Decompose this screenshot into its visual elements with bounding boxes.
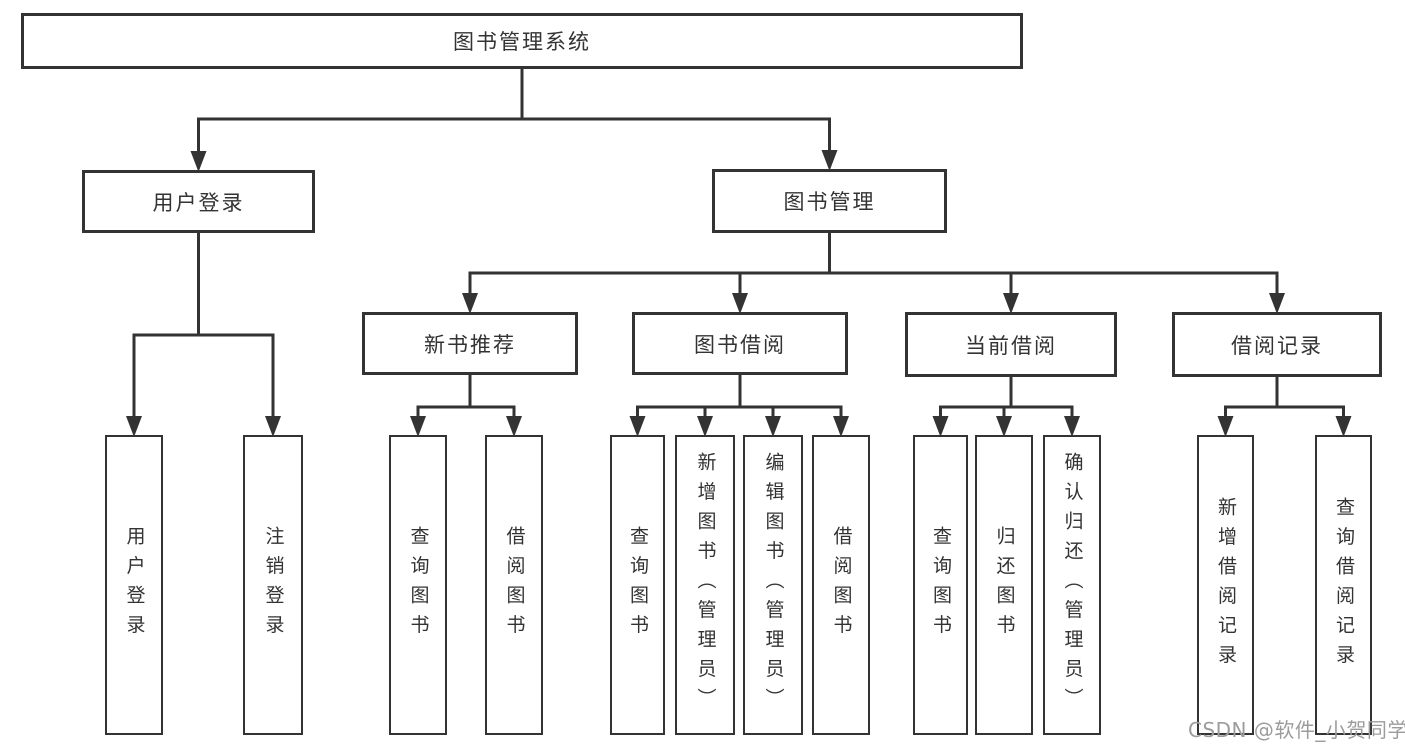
node-user-login: 用户登录: [82, 170, 315, 233]
arrowhead-icon: [190, 151, 207, 172]
arrowhead-icon: [932, 416, 949, 437]
arrowhead-icon: [126, 416, 142, 437]
arrowhead-icon: [265, 416, 281, 437]
node-label: 归还图书: [993, 526, 1016, 644]
arrowhead-icon: [765, 416, 781, 437]
arrowhead-icon: [1003, 293, 1019, 314]
node-label: 图书管理系统: [453, 30, 591, 54]
arrowhead-icon: [996, 416, 1012, 437]
node-login-leaf: 用户登录: [105, 435, 163, 735]
node-bb-borrow: 借阅图书: [812, 435, 870, 735]
arrowhead-icon: [629, 416, 646, 437]
arrowhead-icon: [1269, 293, 1285, 314]
node-new-book-rec: 新书推荐: [362, 312, 578, 375]
arrowhead-icon: [1335, 416, 1352, 437]
node-br-add: 新增借阅记录: [1197, 435, 1254, 735]
node-label: 新书推荐: [424, 332, 516, 357]
node-rec-borrow: 借阅图书: [485, 435, 543, 735]
node-cb-return: 归还图书: [975, 435, 1033, 735]
node-cb-confirm: 确认归还（管理员）: [1043, 435, 1101, 735]
csdn-watermark: CSDN @软件_小贺同学: [1188, 718, 1405, 742]
node-label: 查询图书: [407, 526, 430, 644]
node-label: 注销登录: [262, 526, 285, 644]
node-label: 用户登录: [123, 526, 146, 644]
arrowhead-icon: [462, 293, 478, 314]
node-label: 借阅图书: [830, 526, 853, 644]
node-rec-query: 查询图书: [389, 435, 447, 735]
node-label: 用户登录: [152, 190, 245, 215]
arrowhead-icon: [697, 416, 713, 437]
node-bb-edit: 编辑图书（管理员）: [743, 435, 803, 735]
node-label: 确认归还（管理员）: [1061, 452, 1084, 718]
arrowhead-icon: [732, 293, 748, 314]
node-bb-add: 新增图书（管理员）: [675, 435, 735, 735]
arrowhead-icon: [833, 416, 849, 437]
node-label: 编辑图书（管理员）: [762, 452, 785, 718]
node-label: 新增图书（管理员）: [694, 452, 717, 718]
node-bb-query: 查询图书: [610, 435, 665, 735]
arrowhead-icon: [506, 416, 522, 437]
arrowhead-icon: [821, 150, 838, 171]
node-root: 图书管理系统: [21, 13, 1023, 69]
node-label: 图书借阅: [694, 332, 786, 357]
node-label: 当前借阅: [965, 333, 1057, 358]
node-label: 查询图书: [627, 526, 649, 644]
arrowhead-icon: [1064, 416, 1080, 437]
node-label: 查询借阅记录: [1333, 496, 1355, 674]
node-logout-leaf: 注销登录: [243, 435, 303, 735]
arrowhead-icon: [1217, 416, 1234, 437]
node-label: 查询图书: [930, 526, 952, 644]
node-current-borrow: 当前借阅: [905, 312, 1117, 377]
arrowhead-icon: [410, 416, 426, 437]
node-borrow-records: 借阅记录: [1172, 312, 1382, 377]
node-book-borrow: 图书借阅: [632, 312, 848, 375]
node-label: 图书管理: [783, 190, 876, 214]
node-label: 借阅图书: [503, 526, 526, 644]
node-label: 新增借阅记录: [1215, 496, 1237, 674]
node-book-mgmt: 图书管理: [712, 169, 947, 233]
node-br-query: 查询借阅记录: [1315, 435, 1372, 735]
node-cb-query: 查询图书: [913, 435, 968, 735]
node-label: 借阅记录: [1231, 333, 1323, 358]
